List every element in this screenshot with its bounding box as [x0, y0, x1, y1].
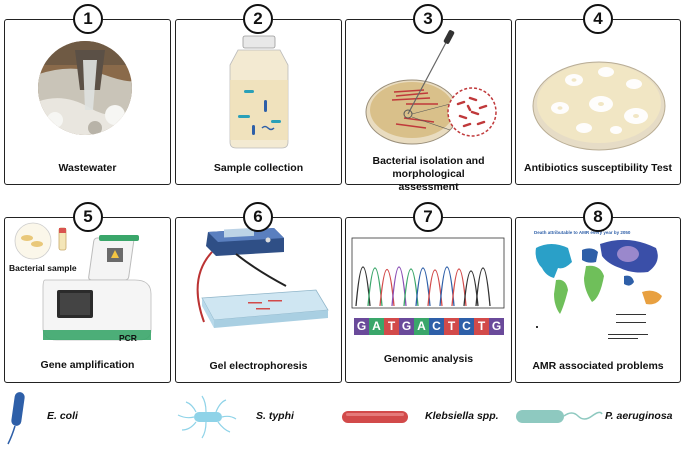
dna-base: T [444, 318, 459, 335]
gel-electrophoresis-icon [196, 227, 329, 328]
step-badge-3: 3 [413, 4, 443, 34]
caption-gene-amplification: Gene amplification [40, 359, 135, 371]
dna-base: G [354, 318, 369, 335]
dna-sequence-strip: G A T G A C T C T G [354, 318, 504, 335]
bacteria-legend: E. coli S. typhi Klebsiella spp. P. aeru… [0, 388, 685, 448]
caption-bacterial-isolation: Bacterial isolation and morphological as… [372, 155, 485, 193]
panel-sample-collection: Sample collection [175, 19, 342, 185]
klebsiella-rod-icon [342, 411, 408, 423]
amr-map-title: Death attributable to AMR every year by … [534, 230, 631, 235]
caption-sample-collection: Sample collection [213, 162, 304, 174]
s-typhi-flagellated-icon [177, 395, 237, 439]
step-badge-5: 5 [73, 202, 103, 232]
dna-base: A [414, 318, 429, 335]
panel-gene-amplification: Bacterial sample PCR Gene amplification [4, 217, 171, 383]
step-badge-7: 7 [413, 202, 443, 232]
step-badge-6: 6 [243, 202, 273, 232]
dna-base: A [369, 318, 384, 335]
panel-gel-electrophoresis: Gel electrophoresis [175, 217, 342, 383]
legend-e-coli: E. coli [47, 410, 78, 422]
world-map-icon [535, 239, 662, 339]
sample-bottle-icon [229, 35, 289, 149]
step-badge-8: 8 [583, 202, 613, 232]
dna-base: G [489, 318, 504, 335]
panel-amr-problems: Death attributable to AMR every year by … [515, 217, 681, 383]
legend-klebsiella: Klebsiella spp. [425, 410, 499, 422]
streak-plate-icon [365, 30, 497, 145]
caption-wastewater: Wastewater [58, 162, 117, 174]
p-aeruginosa-icon [516, 410, 603, 423]
dna-base: T [384, 318, 399, 335]
panel-bacterial-isolation: Bacterial isolation and morphological as… [345, 19, 512, 193]
caption-genomic-analysis: Genomic analysis [383, 353, 474, 365]
legend-s-typhi: S. typhi [256, 410, 294, 422]
bacterial-sample-label: Bacterial sample [9, 263, 77, 273]
dna-base: T [474, 318, 489, 335]
pcr-machine-icon [14, 222, 152, 341]
pcr-label: PCR [119, 333, 137, 343]
caption-amr-problems: AMR associated problems [532, 360, 664, 372]
dna-base: G [399, 318, 414, 335]
dna-base: C [459, 318, 474, 335]
dna-chromatogram [351, 237, 505, 309]
panel-genomic-analysis: G A T G A C T C T G Genomic analysis [345, 217, 512, 383]
wastewater-image [38, 41, 132, 135]
panel-antibiotic-susceptibility: Antibiotics susceptibility Test [515, 19, 681, 185]
e-coli-rod-icon [7, 392, 25, 445]
step-badge-4: 4 [583, 4, 613, 34]
caption-gel-electrophoresis: Gel electrophoresis [209, 360, 308, 372]
caption-antibiotic-susceptibility: Antibiotics susceptibility Test [524, 162, 672, 174]
legend-p-aeruginosa: P. aeruginosa [605, 410, 673, 422]
panel-wastewater: Wastewater [4, 19, 171, 185]
petri-dish-icon [532, 61, 666, 151]
step-badge-1: 1 [73, 4, 103, 34]
step-badge-2: 2 [243, 4, 273, 34]
dna-base: C [429, 318, 444, 335]
